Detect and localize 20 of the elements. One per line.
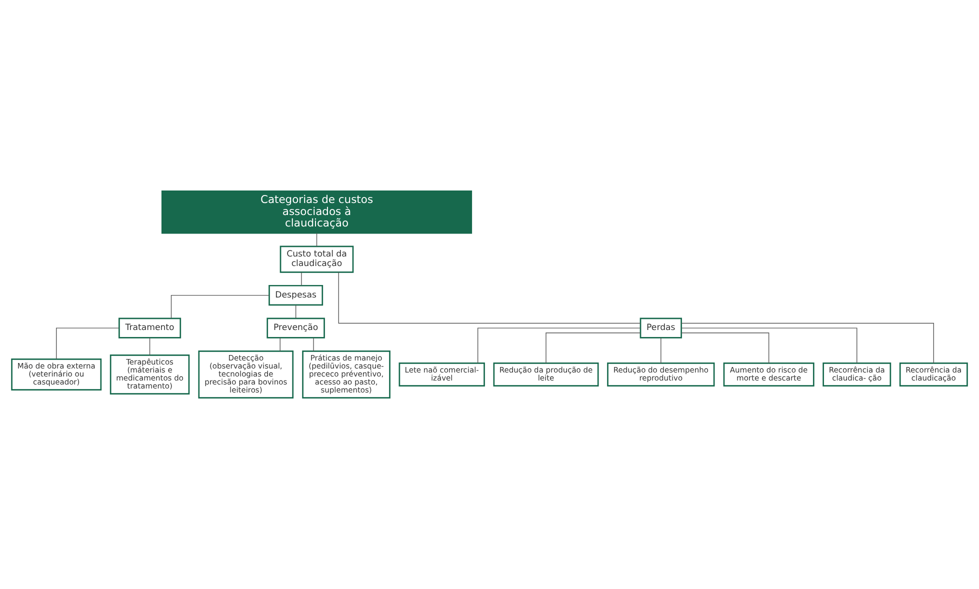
node-box: Prevenção: [266, 318, 325, 338]
node-box: Tratamento: [118, 318, 182, 338]
connector: [660, 338, 662, 364]
node-box: Categorias de custos associados à claudicação: [161, 190, 472, 234]
connector: [295, 304, 296, 319]
connector: [313, 338, 314, 352]
node-box: Perdas: [640, 318, 682, 338]
node-box: Despesas: [268, 284, 324, 306]
connector: [170, 294, 270, 319]
connector: [338, 272, 641, 324]
connector: [316, 232, 318, 247]
connector: [546, 332, 641, 364]
node-box: Custo total da claudicação: [280, 246, 354, 273]
connector: [301, 272, 302, 286]
connector: [680, 328, 858, 364]
connector: [681, 322, 934, 364]
connector: [477, 328, 641, 364]
connector: [56, 328, 120, 360]
connector: [681, 332, 770, 364]
connector: [149, 338, 150, 356]
